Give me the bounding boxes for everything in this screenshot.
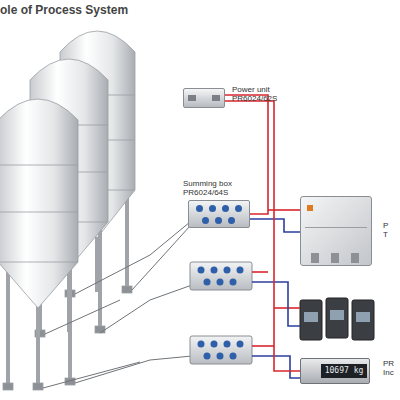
weighing-indicator: 10697 kgPR Inc xyxy=(300,358,370,384)
device-detail xyxy=(196,205,203,212)
device-detail xyxy=(311,253,319,263)
device-detail xyxy=(222,205,229,212)
device-detail xyxy=(202,217,209,224)
tank xyxy=(0,99,78,390)
device-label: Summing box PR6024/64S xyxy=(183,179,243,197)
supply-wire xyxy=(225,95,268,214)
supply-wire xyxy=(225,101,300,371)
device-detail xyxy=(209,205,216,212)
device-detail xyxy=(215,217,222,224)
summing-box: Summing box PR6024/64S xyxy=(188,200,250,228)
device-detail xyxy=(307,205,313,211)
device-detail xyxy=(188,95,196,101)
summing-box xyxy=(190,262,252,290)
supply-wire xyxy=(252,210,300,346)
load-cell-cable xyxy=(43,222,192,388)
diagram-title: ole of Process System xyxy=(0,3,128,17)
summing-box xyxy=(190,336,252,364)
display-readout: 10697 kg xyxy=(321,364,367,378)
device-detail xyxy=(235,205,242,212)
device-detail xyxy=(212,95,220,101)
device-label: Power unit PR6024/62S xyxy=(232,85,286,103)
device-detail xyxy=(305,227,367,228)
io-modules xyxy=(300,298,374,340)
device-label: PR Inc xyxy=(383,359,397,377)
device-detail xyxy=(351,253,359,263)
power-unit: Power unit PR6024/62S xyxy=(183,88,225,108)
device-detail xyxy=(331,253,339,263)
device-detail xyxy=(228,217,235,224)
signal-wire xyxy=(250,219,300,232)
transmitter: P T xyxy=(300,196,372,266)
device-label: P T xyxy=(383,221,392,239)
signal-wire xyxy=(252,282,300,378)
